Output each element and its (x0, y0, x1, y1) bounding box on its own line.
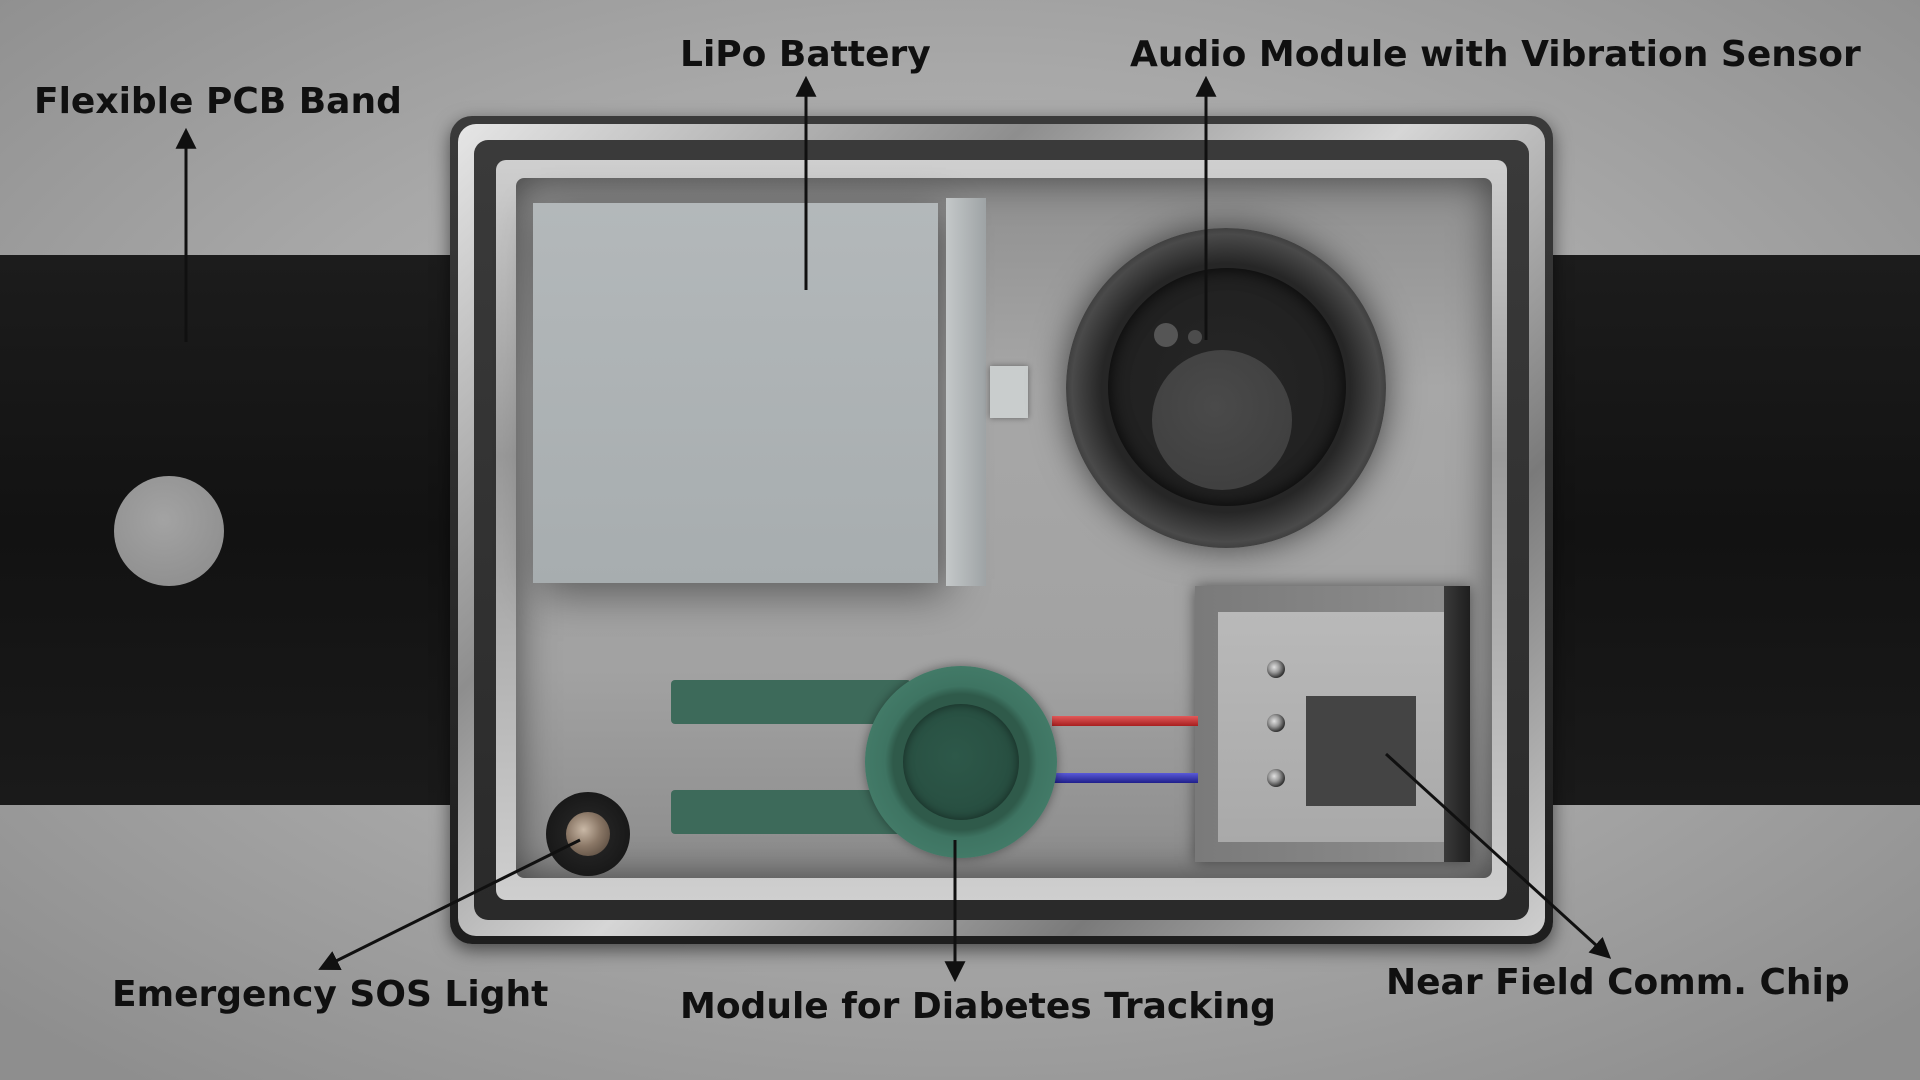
diabetes-module-core (903, 704, 1019, 820)
sos-light-lens (566, 812, 610, 856)
vibration-sensor-dot-small (1188, 330, 1202, 344)
label-emergency-sos-light: Emergency SOS Light (112, 974, 549, 1015)
wire-red (1052, 716, 1198, 726)
nfc-pin (1267, 714, 1285, 732)
nfc-pin (1267, 769, 1285, 787)
battery-connector-tab (990, 366, 1028, 418)
diabetes-module-arm (671, 680, 911, 724)
label-flexible-pcb-band: Flexible PCB Band (34, 81, 402, 122)
battery-edge (946, 198, 986, 586)
label-nfc-chip: Near Field Comm. Chip (1386, 962, 1850, 1003)
nfc-frame-shadow (1444, 586, 1470, 862)
label-audio-module: Audio Module with Vibration Sensor (1130, 34, 1861, 75)
nfc-chip (1306, 696, 1416, 806)
arrow-sos-light (318, 838, 581, 970)
vibration-sensor-dot (1154, 323, 1178, 347)
nfc-pin (1267, 660, 1285, 678)
lipo-battery (533, 203, 938, 583)
wire-blue (1052, 773, 1198, 783)
speaker-cone (1152, 350, 1292, 490)
arrow-nfc-chip (1384, 752, 1612, 959)
label-diabetes-module: Module for Diabetes Tracking (680, 986, 1276, 1027)
band-hole (114, 476, 224, 586)
label-lipo-battery: LiPo Battery (680, 34, 931, 75)
